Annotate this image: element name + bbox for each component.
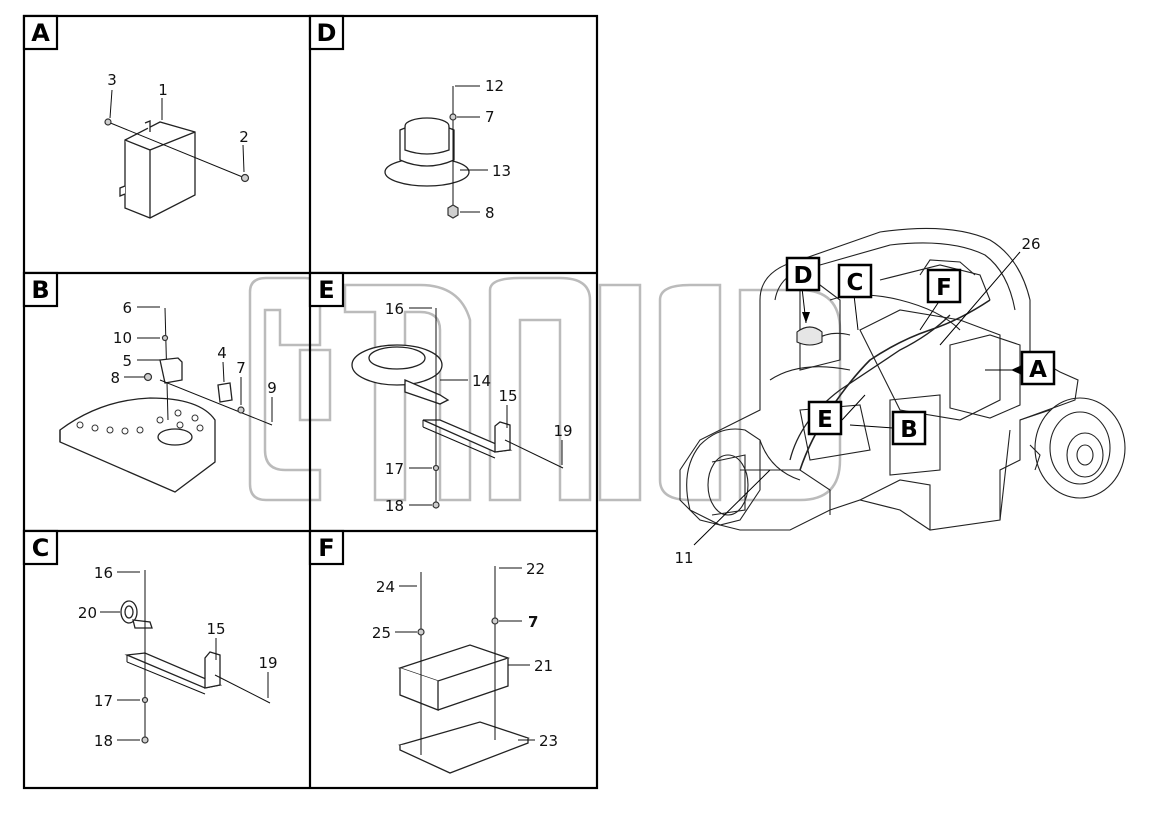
label-7: 7 bbox=[485, 108, 495, 126]
panel-tag-c: C bbox=[32, 534, 50, 562]
label-11: 11 bbox=[674, 549, 693, 567]
label-10: 10 bbox=[113, 329, 132, 347]
horn-small bbox=[120, 600, 153, 629]
mount-plate bbox=[398, 721, 530, 774]
label-7: 7 bbox=[236, 359, 246, 377]
label-16: 16 bbox=[94, 564, 113, 582]
label-19: 19 bbox=[258, 654, 277, 672]
panel-tag-b: B bbox=[31, 276, 49, 304]
label-8: 8 bbox=[110, 369, 120, 387]
label-17: 17 bbox=[385, 460, 404, 478]
label-24: 24 bbox=[376, 578, 395, 596]
panel-tag-d: D bbox=[317, 19, 337, 47]
label-4: 4 bbox=[217, 344, 227, 362]
panel-b: B 6 10 5 8 4 7 9 bbox=[22, 271, 277, 493]
control-box bbox=[119, 120, 196, 219]
label-18: 18 bbox=[385, 497, 404, 515]
label-15: 15 bbox=[206, 620, 225, 638]
panel-f: F 24 25 22 7 21 23 bbox=[308, 529, 558, 774]
callout-e: E bbox=[817, 407, 833, 433]
label-5: 5 bbox=[122, 352, 132, 370]
label-18: 18 bbox=[94, 732, 113, 750]
beacon bbox=[384, 117, 470, 187]
panel-e: E 16 14 15 19 17 18 bbox=[308, 271, 573, 515]
panel-c: C 16 20 15 19 17 18 bbox=[22, 529, 278, 750]
label-9: 9 bbox=[267, 379, 277, 397]
label-20: 20 bbox=[78, 604, 97, 622]
bracket bbox=[422, 419, 513, 459]
label-23: 23 bbox=[539, 732, 558, 750]
label-19: 19 bbox=[553, 422, 572, 440]
watermark bbox=[248, 276, 842, 502]
horn bbox=[351, 344, 450, 405]
label-6: 6 bbox=[122, 299, 132, 317]
label-7: 7 bbox=[528, 613, 538, 631]
panel-tag-f: F bbox=[318, 534, 334, 562]
callout-d: D bbox=[793, 263, 812, 289]
label-16: 16 bbox=[385, 300, 404, 318]
bracket-c bbox=[124, 651, 223, 695]
callout-f: F bbox=[936, 275, 952, 301]
panel-tag-a: A bbox=[31, 19, 50, 47]
callout-a: A bbox=[1029, 357, 1047, 383]
callout-b: B bbox=[900, 417, 918, 443]
module-box bbox=[397, 644, 511, 711]
label-13: 13 bbox=[492, 162, 511, 180]
label-15: 15 bbox=[498, 387, 517, 405]
label-2: 2 bbox=[239, 128, 249, 146]
label-3: 3 bbox=[107, 71, 117, 89]
label-17: 17 bbox=[94, 692, 113, 710]
panel-a: A 3 1 2 bbox=[22, 14, 250, 219]
label-1: 1 bbox=[158, 81, 168, 99]
label-25: 25 bbox=[372, 624, 391, 642]
label-8: 8 bbox=[485, 204, 495, 222]
panel-tag-e: E bbox=[318, 276, 334, 304]
label-26: 26 bbox=[1021, 235, 1040, 253]
label-21: 21 bbox=[534, 657, 553, 675]
dash-panel bbox=[59, 397, 216, 493]
callout-c: C bbox=[847, 270, 864, 296]
label-12: 12 bbox=[485, 77, 504, 95]
label-14: 14 bbox=[472, 372, 491, 390]
callout-boxes: D C F A E B bbox=[785, 256, 1056, 446]
vehicle-overview bbox=[679, 227, 1126, 531]
panel-d: D 12 7 13 8 bbox=[308, 14, 511, 222]
label-22: 22 bbox=[526, 560, 545, 578]
